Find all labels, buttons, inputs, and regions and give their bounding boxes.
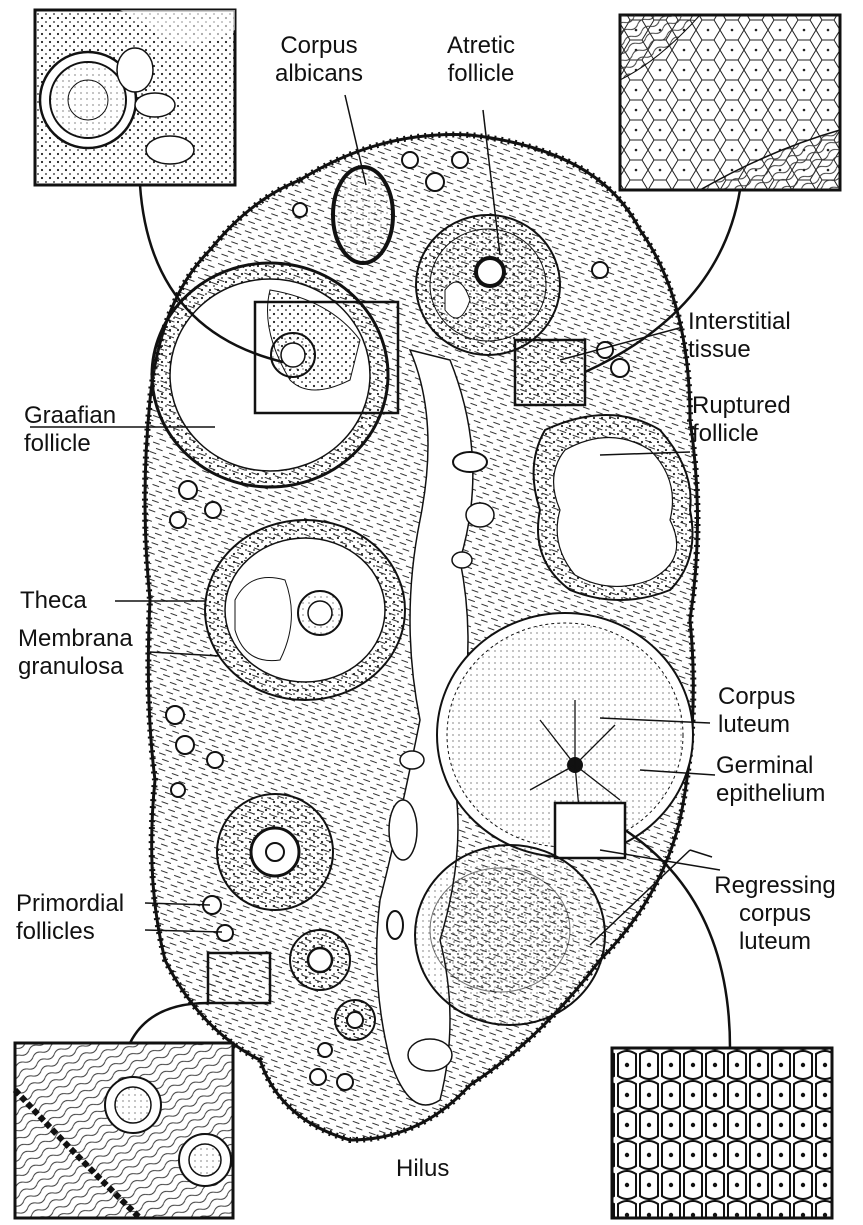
inset-interstitial-detail xyxy=(620,15,840,190)
label-hilus: Hilus xyxy=(396,1155,449,1183)
label-ruptured-follicle: Ruptured follicle xyxy=(692,392,791,448)
inset-luteal-cells-detail xyxy=(612,1048,832,1218)
label-corpus-luteum: Corpus luteum xyxy=(718,683,795,739)
label-corpus-albicans: Corpus albicans xyxy=(264,32,374,88)
label-theca: Theca xyxy=(20,587,87,615)
label-membrana-granulosa: Membrana granulosa xyxy=(18,625,133,681)
label-interstitial-tissue: Interstitial tissue xyxy=(688,308,791,364)
label-graafian-follicle: Graafian follicle xyxy=(24,402,116,458)
label-regressing-corpus-luteum: Regressing corpus luteum xyxy=(700,872,850,956)
inset-primordial-detail xyxy=(15,1043,233,1218)
label-primordial-follicles: Primordial follicles xyxy=(16,890,124,946)
inset-graafian-detail xyxy=(35,10,235,185)
corpus-albicans xyxy=(333,167,393,263)
label-atretic-follicle: Atretic follicle xyxy=(426,32,536,88)
label-germinal-epithelium: Germinal epithelium xyxy=(716,752,825,808)
